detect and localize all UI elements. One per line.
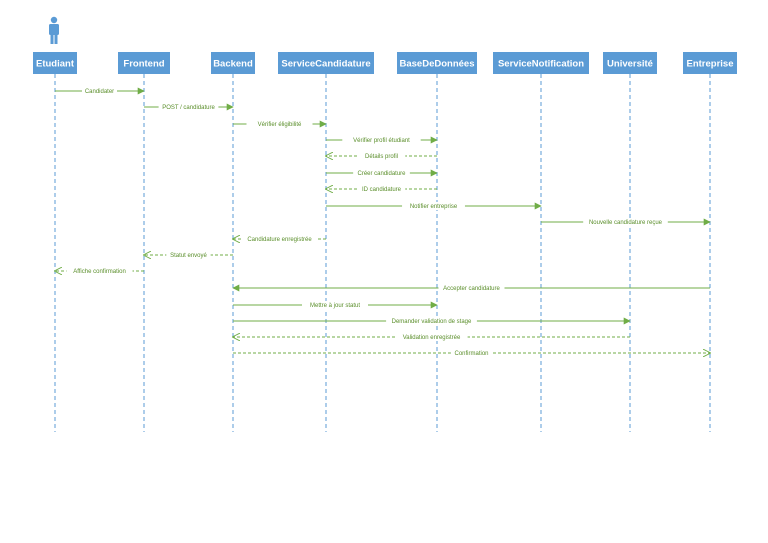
- actor-header: Entreprise: [683, 52, 737, 74]
- message-label-bg: [357, 152, 406, 160]
- message-label: ID candidature: [362, 187, 402, 193]
- return-message: Validation enregistrée: [233, 333, 630, 341]
- message-label-bg: [82, 87, 117, 95]
- actor-box: [33, 52, 77, 74]
- sync-message: Vérifier profil étudiant: [326, 136, 438, 144]
- actor-label: ServiceCandidature: [281, 59, 370, 70]
- message-label-bg: [166, 251, 211, 259]
- message-label: Nouvelle candidature reçue: [589, 220, 663, 226]
- actor-header: BaseDeDonnées: [397, 52, 477, 74]
- actor-label: Entreprise: [687, 59, 734, 70]
- message-label: Mettre à jour statut: [310, 303, 360, 309]
- message-label: Affiche confirmation: [73, 269, 126, 275]
- actor-label: BaseDeDonnées: [400, 59, 475, 70]
- actor-box: [603, 52, 657, 74]
- message-label-bg: [386, 317, 477, 325]
- actor-header: ServiceCandidature: [278, 52, 374, 74]
- sync-message: Créer candidature: [326, 169, 438, 177]
- sync-message: Nouvelle candidature reçue: [541, 218, 711, 226]
- message-label-bg: [342, 136, 421, 144]
- return-message: Statut envoyé: [144, 251, 233, 259]
- message-label-bg: [66, 267, 133, 275]
- message-label-bg: [395, 333, 468, 341]
- return-message: Détails profil: [326, 152, 437, 160]
- actor-box: [683, 52, 737, 74]
- sync-message: Notifier entreprise: [326, 202, 542, 210]
- sync-message: POST / candidature: [144, 103, 234, 111]
- actor-box: [397, 52, 477, 74]
- message-label-bg: [402, 202, 465, 210]
- actor-header: Frontend: [118, 52, 170, 74]
- message-label: Validation enregistrée: [403, 335, 461, 341]
- message-label: Candidater: [85, 89, 114, 95]
- actor-label: ServiceNotification: [498, 59, 584, 70]
- sync-message: Demander validation de stage: [233, 317, 631, 325]
- message-label: POST / candidature: [162, 105, 215, 111]
- message-label: Candidature enregistrée: [247, 237, 312, 243]
- message-label-bg: [241, 235, 318, 243]
- lifelines: [54, 74, 711, 432]
- actor-label: Frontend: [123, 59, 164, 70]
- message-label-bg: [450, 349, 493, 357]
- person-icon: [49, 16, 59, 44]
- return-message: ID candidature: [326, 185, 437, 193]
- message-label: Vérifier profil étudiant: [353, 138, 410, 144]
- message-label-bg: [302, 301, 368, 309]
- actor-box: [118, 52, 170, 74]
- actor-box: [278, 52, 374, 74]
- message-label: Confirmation: [454, 351, 488, 357]
- actor-header: Université: [603, 52, 657, 74]
- message-label-bg: [353, 169, 410, 177]
- sync-message: Vérifier éligibilité: [233, 120, 327, 128]
- actor-box: [211, 52, 255, 74]
- sync-message: Accepter candidature: [232, 284, 710, 292]
- actor-label: Backend: [213, 59, 253, 70]
- message-label: Statut envoyé: [170, 253, 207, 259]
- message-label: Détails profil: [365, 154, 398, 160]
- sync-message: Mettre à jour statut: [233, 301, 438, 309]
- message-label: Demander validation de stage: [392, 319, 472, 325]
- message-label: Vérifier éligibilité: [258, 122, 302, 128]
- message-label-bg: [246, 120, 313, 128]
- return-message: Candidature enregistrée: [233, 235, 326, 243]
- message-label: Créer candidature: [357, 171, 406, 177]
- message-label: Notifier entreprise: [410, 204, 458, 210]
- message-label-bg: [158, 103, 219, 111]
- return-message: Confirmation: [233, 349, 710, 357]
- return-message: Affiche confirmation: [55, 267, 144, 275]
- actor-box: [493, 52, 589, 74]
- actor-header: Etudiant: [33, 52, 77, 74]
- message-label-bg: [357, 185, 406, 193]
- actor-header: ServiceNotification: [493, 52, 589, 74]
- message-label-bg: [438, 284, 505, 292]
- actor-label: Université: [607, 59, 653, 70]
- actor-label: Etudiant: [36, 59, 75, 70]
- sync-message: Candidater: [55, 87, 145, 95]
- actor-headers: Etudiant Frontend Backend ServiceCandidatur…: [33, 52, 737, 74]
- message-label: Accepter candidature: [443, 286, 500, 292]
- message-label-bg: [583, 218, 668, 226]
- actor-header: Backend: [211, 52, 255, 74]
